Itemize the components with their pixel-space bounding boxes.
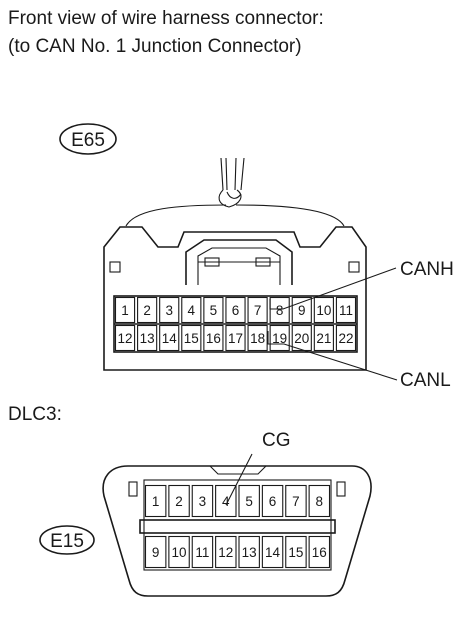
e65-pin-cell <box>203 296 224 324</box>
e65-pin-label: 15 <box>184 331 199 346</box>
e15-code: E15 <box>50 531 84 552</box>
e65-pin-label: 5 <box>210 303 218 318</box>
dlc3-pin-cell <box>144 484 167 518</box>
e65-pin-cell <box>291 296 312 324</box>
e65-pin-label: 3 <box>165 303 173 318</box>
e65-code-badge: E65 <box>59 123 117 155</box>
dlc3-pin-cell <box>261 535 284 569</box>
dlc3-pin-label: 8 <box>316 494 324 509</box>
e65-connector-housing <box>103 226 367 371</box>
e65-pin-label: 7 <box>254 303 262 318</box>
dlc3-pin-cell <box>191 535 214 569</box>
e65-pin-label: 19 <box>272 331 287 346</box>
cg-label: CG <box>262 430 291 451</box>
dlc3-pin-label: 9 <box>152 545 160 560</box>
e65-pin-label: 14 <box>162 331 178 346</box>
e65-pin-label: 13 <box>140 331 155 346</box>
dlc3-pin-label: 13 <box>242 545 257 560</box>
canh-leader <box>269 267 397 310</box>
dlc3-pin-label: 16 <box>312 545 327 560</box>
e65-pin-cell <box>313 296 334 324</box>
e65-pin-cell <box>137 324 158 352</box>
dlc3-pin-cell <box>261 484 284 518</box>
dlc3-connector-housing <box>102 465 372 597</box>
canh-label: CANH <box>400 259 454 280</box>
dlc3-pin-label: 12 <box>218 545 233 560</box>
dlc3-heading: DLC3: <box>8 404 62 425</box>
e65-pin-label: 21 <box>316 331 331 346</box>
dlc3-pin-label: 10 <box>172 545 187 560</box>
dlc3-pin-cell <box>308 484 331 518</box>
e65-pin-cell <box>313 324 334 352</box>
title-line-1: Front view of wire harness connector: <box>8 8 324 29</box>
title-line-2: (to CAN No. 1 Junction Connector) <box>8 36 302 57</box>
dlc3-pin-label: 4 <box>222 494 230 509</box>
e65-pin-cell <box>335 324 357 352</box>
e65-pin-label: 22 <box>338 331 353 346</box>
e65-pin-cell <box>335 296 357 324</box>
e65-code: E65 <box>71 130 105 151</box>
e65-pin-label: 6 <box>232 303 240 318</box>
e65-pin-cell <box>114 296 136 324</box>
e65-pin-cell <box>247 296 268 324</box>
dlc3-pin-cell <box>168 484 190 518</box>
canl-label: CANL <box>400 370 451 391</box>
canl-leader <box>267 331 398 381</box>
e65-pin-cell <box>181 324 202 352</box>
dlc3-pin-label: 5 <box>245 494 253 509</box>
dlc3-pin-cell <box>144 535 167 569</box>
dlc3-pin-cell <box>238 484 260 518</box>
e65-pin-label: 20 <box>294 331 309 346</box>
e65-pin-cell <box>225 324 246 352</box>
dlc3-pin-cell <box>285 535 307 569</box>
e65-pin-cell <box>159 296 180 324</box>
e65-pin-cell <box>159 324 180 352</box>
e65-pin-label: 11 <box>339 303 353 318</box>
wire-harness-bundle <box>125 157 345 227</box>
dlc3-pin-label: 2 <box>175 494 183 509</box>
e65-pin-cell <box>203 324 224 352</box>
dlc3-pin-label: 15 <box>288 545 303 560</box>
e65-pin-label: 10 <box>316 303 331 318</box>
dlc3-pin-cell <box>308 535 331 569</box>
dlc3-pin-label: 14 <box>265 545 281 560</box>
e65-pin-label: 8 <box>276 303 284 318</box>
e65-pin-label: 1 <box>121 303 129 318</box>
e65-pin-cell <box>114 324 136 352</box>
dlc3-pin-cell <box>285 484 307 518</box>
e65-pin-label: 9 <box>298 303 306 318</box>
e65-pin-cell <box>269 324 290 352</box>
dlc3-pin-cell <box>168 535 190 569</box>
dlc3-pin-cell <box>215 484 237 518</box>
e65-pin-label: 17 <box>228 331 243 346</box>
e65-pin-cell <box>225 296 246 324</box>
dlc3-pin-cell <box>191 484 214 518</box>
e65-pin-cell <box>181 296 202 324</box>
e15-code-badge: E15 <box>39 525 95 555</box>
e65-pin-label: 18 <box>250 331 265 346</box>
dlc3-pin-label: 11 <box>195 545 209 560</box>
dlc3-pin-label: 1 <box>152 494 160 509</box>
dlc3-pin-cell <box>238 535 260 569</box>
e65-pin-cell <box>269 296 290 324</box>
e65-pin-label: 16 <box>206 331 221 346</box>
e65-pin-label: 2 <box>143 303 151 318</box>
dlc3-pin-cell <box>215 535 237 569</box>
e65-pin-cell <box>137 296 158 324</box>
e65-pin-label: 4 <box>188 303 196 318</box>
dlc3-pin-label: 6 <box>269 494 277 509</box>
dlc3-pin-label: 7 <box>292 494 300 509</box>
e65-pin-cell <box>291 324 312 352</box>
e65-pin-cell <box>247 324 268 352</box>
e65-pin-label: 12 <box>118 331 133 346</box>
dlc3-pin-label: 3 <box>199 494 207 509</box>
